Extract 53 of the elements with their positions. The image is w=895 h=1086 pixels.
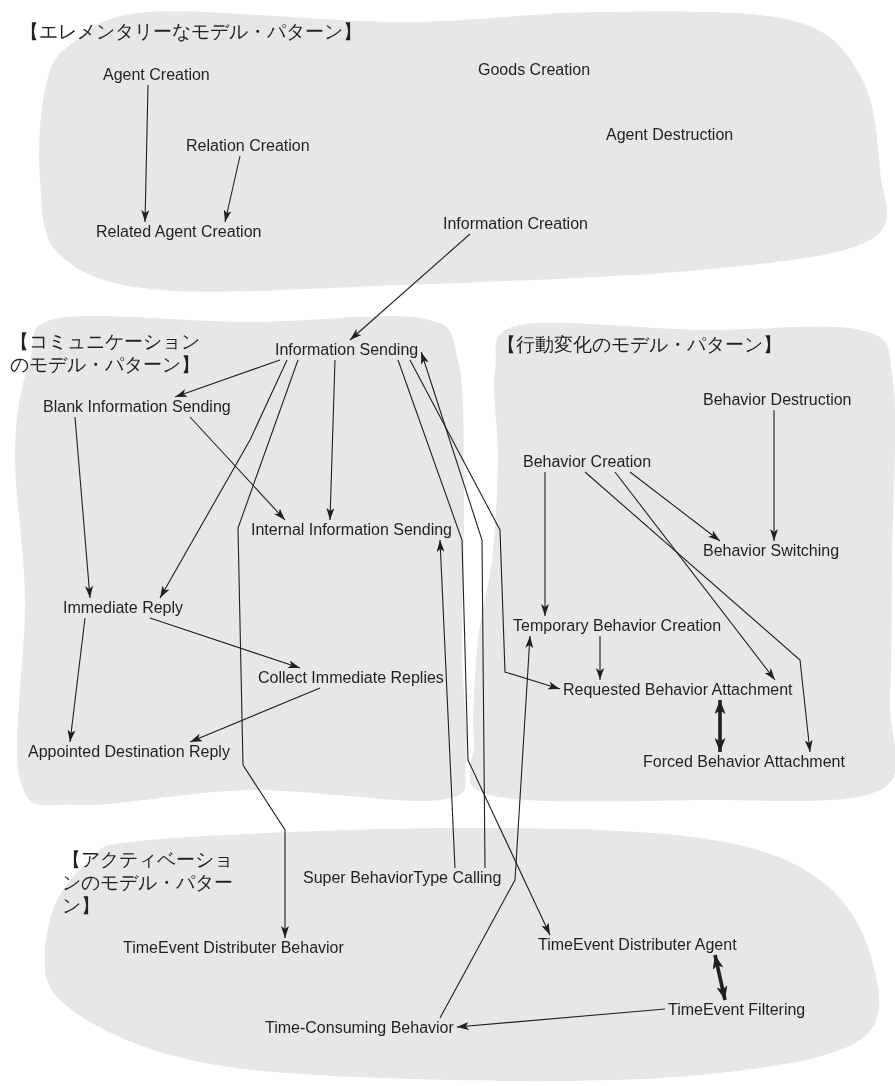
pattern-label: Agent Creation	[100, 65, 213, 85]
arrow	[439, 635, 534, 1019]
arrow	[74, 416, 93, 599]
double-arrow	[712, 954, 728, 1001]
pattern-label: Internal Information Sending	[248, 520, 455, 540]
pattern-label: Information Creation	[440, 214, 591, 234]
arrow	[397, 359, 551, 936]
arrow	[349, 233, 471, 341]
arrow	[770, 409, 778, 542]
pattern-label: Temporary Behavior Creation	[510, 616, 725, 636]
arrow	[420, 351, 486, 869]
arrow	[67, 617, 86, 743]
arrow	[149, 617, 301, 669]
pattern-label: Blank Information Sending	[40, 397, 234, 417]
pattern-label: Time-Consuming Behavior	[262, 1018, 457, 1038]
pattern-label: Information Sending	[272, 340, 422, 360]
arrow	[456, 1008, 666, 1030]
arrow	[141, 84, 150, 223]
pattern-label: Collect Immediate Replies	[255, 668, 447, 688]
pattern-label: Goods Creation	[475, 60, 594, 80]
pattern-label: TimeEvent Filtering	[665, 1000, 809, 1020]
arrow	[326, 359, 336, 521]
pattern-label: Super BehaviorType Calling	[300, 868, 505, 888]
arrow	[596, 635, 604, 681]
group-heading: 【アクティベーションのモデル・パターン】	[62, 848, 234, 917]
pattern-label: Behavior Switching	[700, 541, 843, 561]
arrow	[174, 359, 281, 398]
arrow	[541, 471, 549, 617]
arrow	[629, 471, 721, 542]
arrow	[159, 359, 288, 599]
pattern-label: Behavior Creation	[520, 452, 655, 472]
group-heading: 【エレメンタリーなモデル・パターン】	[20, 20, 362, 43]
group-heading: 【行動変化のモデル・パターン】	[497, 333, 782, 356]
arrow	[614, 471, 776, 681]
pattern-label: Requested Behavior Attachment	[560, 680, 796, 700]
pattern-label: Forced Behavior Attachment	[640, 752, 848, 772]
pattern-label: TimeEvent Distributer Agent	[535, 935, 740, 955]
double-arrow	[714, 700, 726, 752]
arrow	[189, 416, 286, 521]
arrow	[237, 359, 299, 939]
pattern-label: Related Agent Creation	[93, 222, 265, 242]
group-heading: 【コミュニケーションのモデル・パターン】	[10, 330, 201, 376]
pattern-label: TimeEvent Distributer Behavior	[120, 938, 347, 958]
pattern-label: Behavior Destruction	[700, 390, 855, 410]
pattern-label: Immediate Reply	[60, 598, 187, 618]
pattern-label: Relation Creation	[183, 136, 313, 156]
pattern-label: Appointed Destination Reply	[25, 742, 233, 762]
arrow	[223, 155, 241, 223]
pattern-label: Agent Destruction	[603, 125, 737, 145]
arrow	[189, 687, 321, 743]
arrow	[409, 359, 561, 690]
arrow	[436, 539, 456, 869]
arrow	[584, 471, 813, 753]
